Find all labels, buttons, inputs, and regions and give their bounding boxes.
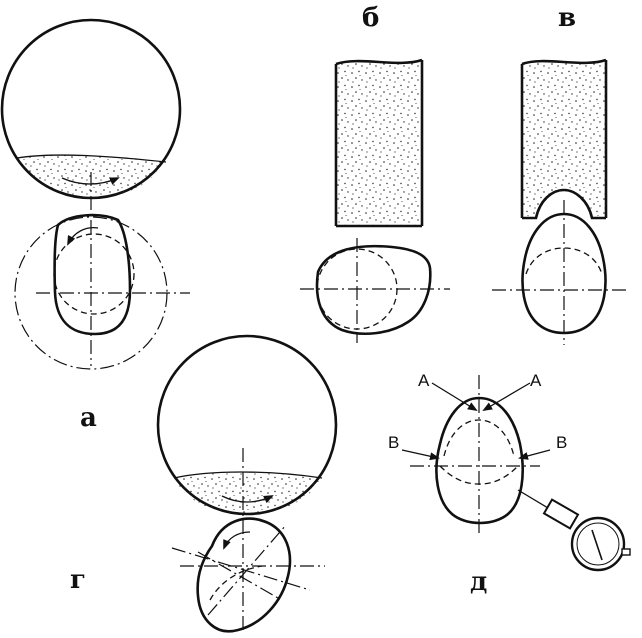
workpiece-a (14, 172, 190, 370)
panel-v: в (492, 3, 630, 345)
workpiece-g (171, 448, 325, 633)
panel-d: A A B B д (388, 371, 631, 597)
dial-indicator (517, 489, 631, 572)
grinding-wheel-g (156, 334, 338, 516)
label-d: д (470, 567, 487, 597)
mark-b-left: B (388, 433, 399, 452)
workpiece-b (300, 238, 450, 343)
label-a: а (80, 403, 97, 433)
measurement-arrows-d (401, 382, 551, 461)
workpiece-v (492, 200, 630, 345)
panel-b: б (300, 3, 450, 343)
label-v: в (558, 3, 576, 33)
grinding-wheel-a (0, 18, 182, 200)
workpiece-d (410, 375, 540, 534)
grinding-bar-v (520, 58, 608, 220)
label-b: б (362, 3, 379, 33)
mark-a-right: A (530, 371, 542, 390)
label-g: г (70, 565, 86, 595)
panel-a: а (0, 18, 190, 433)
grinding-bar-b (334, 58, 424, 228)
mark-b-right: B (556, 433, 567, 452)
panel-g: г (70, 334, 338, 633)
mark-a-left: A (418, 371, 430, 390)
